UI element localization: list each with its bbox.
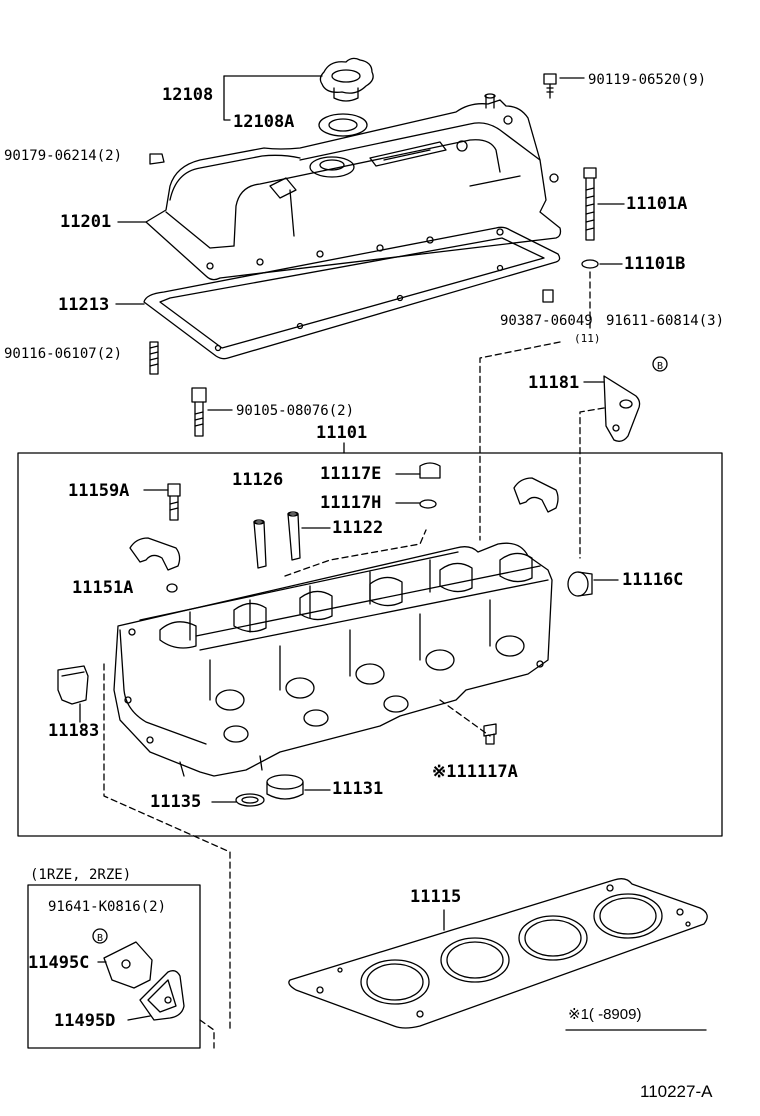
callout-11135: 11135 bbox=[150, 792, 202, 812]
note-date-range: ※1( -8909) bbox=[568, 1006, 642, 1023]
callout-11151A: 11151A bbox=[72, 578, 134, 598]
head-assembly-frame bbox=[17, 452, 723, 837]
callout-11201: 11201 bbox=[60, 212, 112, 232]
head-cover-gasket bbox=[143, 226, 561, 360]
plug-11117E bbox=[419, 462, 441, 479]
block-11183 bbox=[57, 665, 89, 705]
callout-11181: 11181 bbox=[528, 373, 580, 393]
dash-inset bbox=[199, 1019, 215, 1049]
callout-11117H: 11117H bbox=[320, 493, 382, 513]
callout-91611: 91611-60814(3) bbox=[606, 313, 725, 329]
svg-text:B: B bbox=[97, 933, 103, 944]
callout-90105: 90105-08076(2) bbox=[236, 403, 355, 419]
callout-11213: 11213 bbox=[58, 295, 110, 315]
callout-11115: 11115 bbox=[410, 887, 462, 907]
bracket-11181 bbox=[603, 375, 641, 442]
callout-90387-qty: (11) bbox=[574, 332, 601, 345]
seal-11135 bbox=[235, 793, 265, 807]
callout-11159A: 11159A bbox=[68, 481, 130, 501]
plug-11151A bbox=[166, 583, 178, 593]
valve-guide-11126 bbox=[253, 519, 267, 569]
cylinder-head-cover bbox=[145, 93, 562, 281]
plug-11117A bbox=[483, 723, 497, 745]
callout-11101A: 11101A bbox=[626, 194, 688, 214]
dash-11183 bbox=[103, 663, 231, 1031]
callout-91641: 91641-K0816(2) bbox=[48, 899, 167, 915]
callout-11116C: 11116C bbox=[622, 570, 684, 590]
callout-90119: 90119-06520(9) bbox=[588, 72, 707, 88]
leader-12108-bracket bbox=[223, 75, 231, 121]
seal-90387 bbox=[542, 289, 554, 303]
camshaft-cap-right bbox=[513, 477, 559, 513]
washer-11101B bbox=[581, 259, 599, 269]
dash-valve-guide bbox=[284, 529, 427, 577]
callout-11122: 11122 bbox=[332, 518, 384, 538]
filler-cap-gasket bbox=[318, 113, 368, 137]
callout-11101B: 11101B bbox=[624, 254, 686, 274]
gasket-11495D bbox=[139, 970, 185, 1021]
bolt-11101A bbox=[583, 167, 597, 241]
nut-90179 bbox=[149, 153, 165, 165]
camshaft-cap-left bbox=[129, 537, 181, 571]
callout-11117A: ※111117A bbox=[432, 762, 518, 782]
plate-11495C bbox=[103, 941, 153, 989]
plug-11116C bbox=[567, 571, 593, 597]
leader-11495D bbox=[127, 1015, 151, 1021]
screw-90119 bbox=[543, 73, 557, 99]
callout-11126: 11126 bbox=[232, 470, 284, 490]
svg-text:B: B bbox=[657, 361, 663, 372]
inset-frame bbox=[27, 884, 201, 1049]
oil-filler-cap bbox=[319, 57, 374, 102]
seal-11117H bbox=[419, 499, 437, 509]
dash-head-bolt bbox=[479, 341, 561, 541]
callout-11495C: 11495C bbox=[28, 953, 90, 973]
bolt-11159A bbox=[167, 483, 181, 521]
b-marker-top: B bbox=[652, 356, 668, 372]
dash-11181 bbox=[579, 407, 605, 559]
callout-90179: 90179-06214(2) bbox=[4, 148, 123, 164]
callout-11495D: 11495D bbox=[54, 1011, 116, 1031]
inset-title: (1RZE, 2RZE) bbox=[30, 867, 132, 883]
valve-guide-11122 bbox=[287, 511, 301, 561]
callout-12108: 12108 bbox=[162, 85, 214, 105]
bolt-90105 bbox=[191, 387, 207, 437]
callout-11101: 11101 bbox=[316, 423, 368, 443]
diagram-id: 110227-A bbox=[640, 1082, 713, 1101]
callout-90116: 90116-06107(2) bbox=[4, 346, 123, 362]
callout-90387: 90387-06049 bbox=[500, 313, 593, 329]
cylinder-head-gasket bbox=[288, 878, 708, 1029]
b-marker-inset: B bbox=[92, 928, 108, 944]
seal-11131 bbox=[266, 774, 304, 800]
cylinder-head bbox=[113, 542, 553, 777]
dash-11117A bbox=[439, 699, 491, 737]
callout-11117E: 11117E bbox=[320, 464, 382, 484]
callout-12108A: 12108A bbox=[233, 112, 295, 132]
callout-11183: 11183 bbox=[48, 721, 100, 741]
stud-90116 bbox=[149, 341, 159, 375]
callout-11131: 11131 bbox=[332, 779, 384, 799]
